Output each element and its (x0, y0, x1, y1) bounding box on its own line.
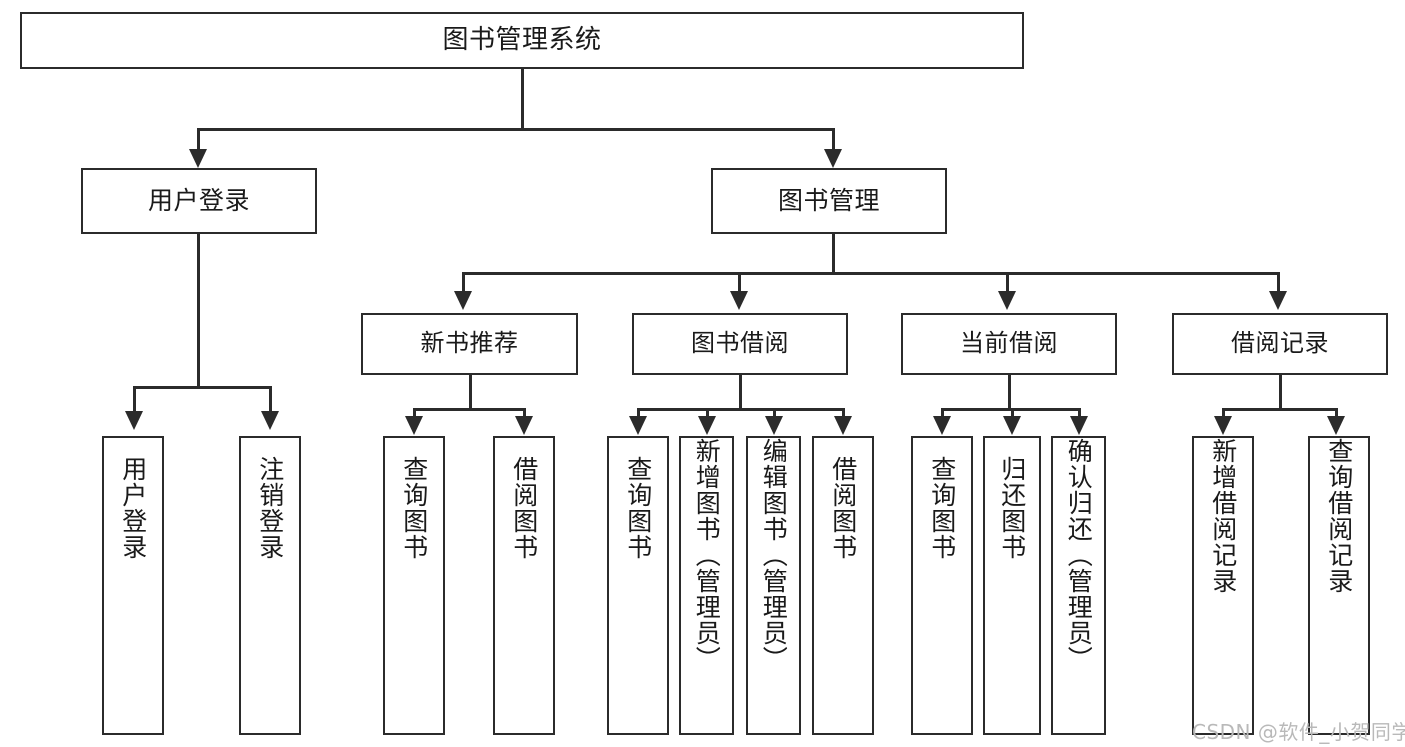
node-label: 用户登录 (147, 185, 250, 215)
node-label: 新增图书（管理员） (692, 438, 722, 672)
node-current-borrow[interactable]: 当前借阅 (901, 313, 1117, 375)
node-user-login[interactable]: 用户登录 (81, 168, 317, 234)
connector-drop-leaf-cb-1 (941, 408, 944, 418)
node-label: 图书管理 (777, 185, 880, 215)
arrowhead-book-management (824, 149, 842, 168)
connector-drop-leaf-user-login-2 (269, 386, 272, 413)
leaf-add-book-admin[interactable]: 新增图书（管理员） (679, 436, 734, 735)
connector-drop-leaf-bb-4 (842, 408, 845, 418)
node-label: 图书借阅 (691, 329, 789, 358)
connector-drop-new-book-recommend (462, 272, 465, 293)
leaf-query-borrow-record[interactable]: 查询借阅记录 (1308, 436, 1370, 735)
connector-drop-leaf-nbr-2 (523, 408, 526, 418)
connector-current-borrow-stem (1008, 375, 1011, 408)
node-label: 归还图书 (997, 456, 1027, 560)
node-borrow-record[interactable]: 借阅记录 (1172, 313, 1388, 375)
connector-new-book-recommend-stem (469, 375, 472, 408)
node-label: 借阅图书 (828, 456, 858, 560)
arrowhead-new-book-recommend (454, 291, 472, 310)
connector-book-borrow-bus (637, 408, 845, 411)
connector-drop-leaf-br-1 (1222, 408, 1225, 418)
node-label: 新增借阅记录 (1208, 438, 1238, 594)
arrowhead-leaf-cb-2 (1003, 416, 1021, 435)
connector-root-bus (197, 128, 835, 131)
arrowhead-leaf-cb-3 (1070, 416, 1088, 435)
arrowhead-leaf-br-2 (1327, 416, 1345, 435)
connector-drop-leaf-nbr-1 (413, 408, 416, 418)
node-label: 编辑图书（管理员） (759, 438, 789, 672)
arrowhead-leaf-user-login-2 (261, 411, 279, 430)
node-label: 注销登录 (255, 456, 285, 560)
leaf-logout[interactable]: 注销登录 (239, 436, 301, 735)
leaf-borrow-book[interactable]: 借阅图书 (812, 436, 874, 735)
connector-user-login-stem (197, 234, 200, 386)
arrowhead-book-borrow (730, 291, 748, 310)
connector-root-stem (521, 69, 524, 128)
connector-drop-leaf-br-2 (1335, 408, 1338, 418)
connector-drop-leaf-cb-3 (1078, 408, 1081, 418)
node-label: 查询图书 (927, 456, 957, 560)
leaf-user-login[interactable]: 用户登录 (102, 436, 164, 735)
arrowhead-borrow-record (1269, 291, 1287, 310)
connector-drop-leaf-cb-2 (1011, 408, 1014, 418)
node-book-borrow[interactable]: 图书借阅 (632, 313, 848, 375)
connector-book-management-bus (462, 272, 1280, 275)
watermark-text: CSDN @软件_小贺同学 (1192, 720, 1405, 744)
connector-drop-user-login (197, 128, 200, 151)
node-label: 借阅记录 (1231, 329, 1329, 358)
arrowhead-leaf-bb-4 (834, 416, 852, 435)
connector-user-login-bus (133, 386, 269, 389)
connector-drop-borrow-record (1277, 272, 1280, 293)
connector-borrow-record-stem (1279, 375, 1282, 408)
node-label: 新书推荐 (420, 329, 519, 358)
connector-drop-current-borrow (1006, 272, 1009, 293)
node-label: 查询图书 (399, 456, 429, 560)
connector-book-borrow-stem (739, 375, 742, 408)
node-label: 当前借阅 (960, 329, 1058, 358)
connector-drop-book-management (832, 128, 835, 151)
arrowhead-leaf-user-login-1 (125, 411, 143, 430)
leaf-edit-book-admin[interactable]: 编辑图书（管理员） (746, 436, 801, 735)
node-label: 图书管理系统 (442, 24, 602, 55)
arrowhead-leaf-bb-1 (629, 416, 647, 435)
leaf-query-book-borrow[interactable]: 查询图书 (607, 436, 669, 735)
connector-drop-leaf-bb-3 (773, 408, 776, 418)
connector-drop-leaf-bb-1 (637, 408, 640, 418)
connector-book-management-stem (832, 234, 835, 272)
arrowhead-leaf-nbr-2 (515, 416, 533, 435)
node-book-management[interactable]: 图书管理 (711, 168, 947, 234)
leaf-confirm-return-admin[interactable]: 确认归还（管理员） (1051, 436, 1106, 735)
leaf-add-borrow-record[interactable]: 新增借阅记录 (1192, 436, 1254, 735)
arrowhead-leaf-cb-1 (933, 416, 951, 435)
arrowhead-current-borrow (998, 291, 1016, 310)
node-label: 用户登录 (118, 456, 148, 560)
arrowhead-leaf-br-1 (1214, 416, 1232, 435)
arrowhead-leaf-nbr-1 (405, 416, 423, 435)
node-label: 确认归还（管理员） (1064, 438, 1094, 672)
node-label: 查询借阅记录 (1324, 438, 1354, 594)
node-root-book-management-system[interactable]: 图书管理系统 (20, 12, 1024, 69)
node-label: 查询图书 (623, 456, 653, 560)
connector-drop-book-borrow (738, 272, 741, 293)
connector-borrow-record-bus (1222, 408, 1338, 411)
node-label: 借阅图书 (509, 456, 539, 560)
arrowhead-leaf-bb-3 (765, 416, 783, 435)
connector-drop-leaf-user-login-1 (133, 386, 136, 413)
leaf-return-book[interactable]: 归还图书 (983, 436, 1041, 735)
arrowhead-leaf-bb-2 (698, 416, 716, 435)
leaf-query-book-recommend[interactable]: 查询图书 (383, 436, 445, 735)
leaf-query-book-current[interactable]: 查询图书 (911, 436, 973, 735)
connector-drop-leaf-bb-2 (706, 408, 709, 418)
node-new-book-recommend[interactable]: 新书推荐 (361, 313, 578, 375)
leaf-borrow-book-recommend[interactable]: 借阅图书 (493, 436, 555, 735)
connector-new-book-recommend-bus (413, 408, 526, 411)
arrowhead-user-login (189, 149, 207, 168)
